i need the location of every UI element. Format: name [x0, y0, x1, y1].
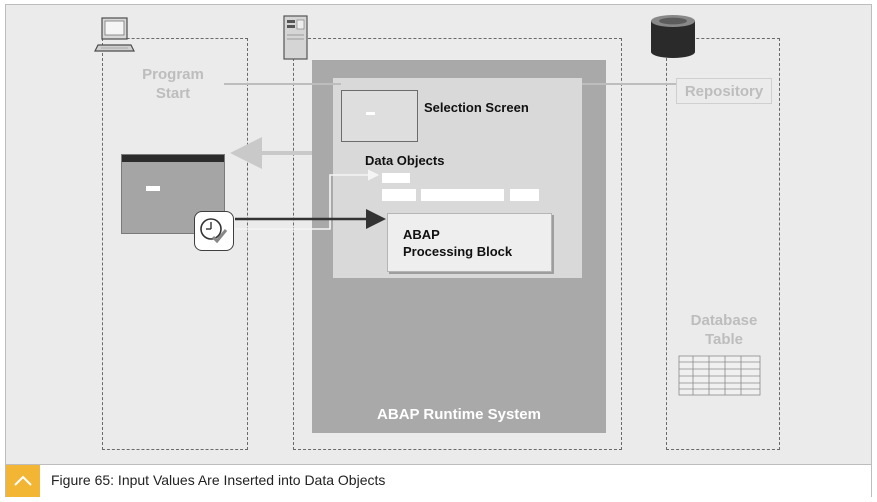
abap-processing-block: ABAP Processing Block [387, 213, 552, 272]
server-icon [283, 15, 308, 60]
data-object-field [382, 173, 410, 183]
program-start-line2: Start [155, 85, 191, 102]
figure-caption: Figure 65: Input Values Are Inserted int… [51, 472, 386, 488]
processing-block-label-line1: ABAP [403, 227, 440, 242]
data-objects-label: Data Objects [365, 153, 445, 168]
data-object-field [421, 189, 504, 201]
data-object-field [382, 189, 416, 201]
runtime-system-label: ABAP Runtime System [377, 406, 541, 423]
figure-caption-bar: Figure 65: Input Values Are Inserted int… [6, 464, 871, 497]
database-table-line1: Database [690, 312, 758, 329]
processing-block-label-line2: Processing Block [403, 244, 513, 259]
chevron-up-icon[interactable] [6, 465, 40, 497]
figure: Selection Screen Data Objects ABAP Proce… [5, 4, 872, 497]
selection-screen-field [366, 112, 375, 115]
data-object-field [510, 189, 539, 201]
program-start-label: Program Start [126, 65, 220, 103]
database-table-line2: Table [704, 331, 744, 348]
window-titlebar [122, 155, 224, 162]
repository-box [676, 78, 772, 104]
user-input-field [146, 186, 160, 191]
clock-check-icon [194, 211, 234, 251]
selection-screen-label: Selection Screen [424, 100, 529, 115]
database-table-grid [678, 355, 761, 396]
selection-screen-box [341, 90, 418, 142]
diagram-area: Selection Screen Data Objects ABAP Proce… [6, 5, 871, 464]
desktop-computer-icon [94, 17, 135, 52]
repository-label: Repository [684, 83, 764, 100]
diagram-connectors [94, 15, 761, 396]
database-table-label: Database Table [676, 311, 772, 349]
program-start-line1: Program [142, 66, 204, 83]
database-cylinder-icon [651, 15, 695, 58]
input-values-arrow [235, 169, 380, 230]
